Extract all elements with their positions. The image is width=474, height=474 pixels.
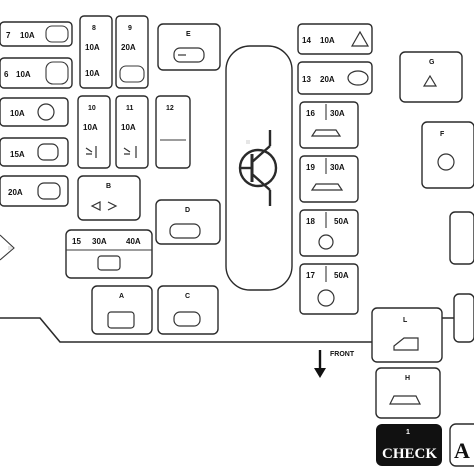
- fuse-11: 11 10A: [115, 95, 149, 169]
- svg-text:6: 6: [4, 70, 9, 79]
- fuse-4: 15A: [0, 137, 69, 167]
- fuse-10: 10 10A: [77, 95, 111, 169]
- svg-text:10A: 10A: [16, 70, 31, 79]
- svg-text:E: E: [186, 31, 191, 38]
- svg-text:8: 8: [92, 25, 96, 32]
- fuse-7: 7 10A: [0, 21, 73, 47]
- svg-text:A: A: [119, 293, 124, 300]
- svg-text:15A: 15A: [10, 150, 25, 159]
- fuse-8: 8 10A 10A: [79, 15, 113, 89]
- fuse-14: 14 10A: [297, 23, 373, 55]
- svg-text:30A: 30A: [330, 109, 345, 118]
- central-module: [225, 45, 293, 291]
- svg-text:10A: 10A: [83, 123, 98, 132]
- svg-text:10: 10: [88, 105, 96, 112]
- svg-text:7: 7: [6, 31, 11, 40]
- svg-text:10A: 10A: [121, 123, 136, 132]
- fuse-12: 12: [155, 95, 191, 169]
- fuse-5: 10A: [0, 97, 69, 127]
- svg-text:L: L: [403, 317, 408, 324]
- fuse-19: 19 30A: [299, 155, 359, 203]
- svg-text:G: G: [429, 59, 435, 66]
- housing-edge: [0, 234, 15, 261]
- relay-right-partial-2: [453, 293, 474, 343]
- fuse-6: 6 10A: [0, 57, 73, 89]
- svg-text:14: 14: [302, 36, 311, 45]
- fuse-15-block: 15 30A 40A: [65, 229, 153, 279]
- svg-text:H: H: [405, 375, 410, 382]
- svg-text:9: 9: [128, 25, 132, 32]
- svg-text:10A: 10A: [10, 109, 25, 118]
- svg-text:18: 18: [306, 217, 315, 226]
- fuse-3: 20A: [0, 175, 69, 207]
- relay-H: H: [375, 367, 441, 419]
- relay-D: D: [155, 199, 221, 245]
- svg-text:C: C: [185, 293, 190, 300]
- corner-label-tag: A: [449, 423, 474, 467]
- svg-text:17: 17: [306, 271, 315, 280]
- fuse-18: 18 50A: [299, 209, 359, 257]
- relay-A: A: [91, 285, 153, 335]
- front-label: FRONT: [330, 351, 355, 358]
- svg-text:CHECK: CHECK: [382, 446, 437, 462]
- relay-L: L: [371, 307, 443, 363]
- fuse-9: 9 20A: [115, 15, 149, 89]
- svg-text:F: F: [440, 131, 445, 138]
- svg-text:10A: 10A: [20, 31, 35, 40]
- svg-text:13: 13: [302, 75, 311, 84]
- svg-text:50A: 50A: [334, 217, 349, 226]
- svg-text:16: 16: [306, 109, 315, 118]
- svg-text:1: 1: [406, 429, 410, 436]
- front-direction-indicator: FRONT: [314, 350, 355, 378]
- svg-text:D: D: [185, 207, 190, 214]
- svg-text:10A: 10A: [85, 69, 100, 78]
- relay-right-partial: [449, 211, 474, 265]
- svg-text:40A: 40A: [126, 237, 141, 246]
- svg-text:50A: 50A: [334, 271, 349, 280]
- svg-text:30A: 30A: [92, 237, 107, 246]
- scan-shading: [8, 140, 250, 250]
- svg-text:19: 19: [306, 163, 315, 172]
- svg-text:B: B: [106, 183, 111, 190]
- svg-text:A: A: [454, 438, 470, 463]
- svg-text:11: 11: [126, 105, 134, 112]
- svg-text:10A: 10A: [320, 36, 335, 45]
- svg-text:12: 12: [166, 105, 174, 112]
- svg-text:20A: 20A: [121, 43, 136, 52]
- svg-text:20A: 20A: [320, 75, 335, 84]
- relay-C: C: [157, 285, 219, 335]
- relay-F: F: [421, 121, 474, 189]
- fuse-13: 13 20A: [297, 61, 373, 95]
- svg-text:15: 15: [72, 237, 81, 246]
- check-label-tag: 1 CHECK: [376, 424, 442, 466]
- relay-E: E: [157, 23, 221, 71]
- fuse-16: 16 30A: [299, 101, 359, 149]
- svg-text:20A: 20A: [8, 188, 23, 197]
- svg-text:30A: 30A: [330, 163, 345, 172]
- svg-text:10A: 10A: [85, 43, 100, 52]
- fuse-17: 17 50A: [299, 263, 359, 315]
- relay-G: G: [399, 51, 463, 103]
- relay-B: B: [77, 175, 141, 221]
